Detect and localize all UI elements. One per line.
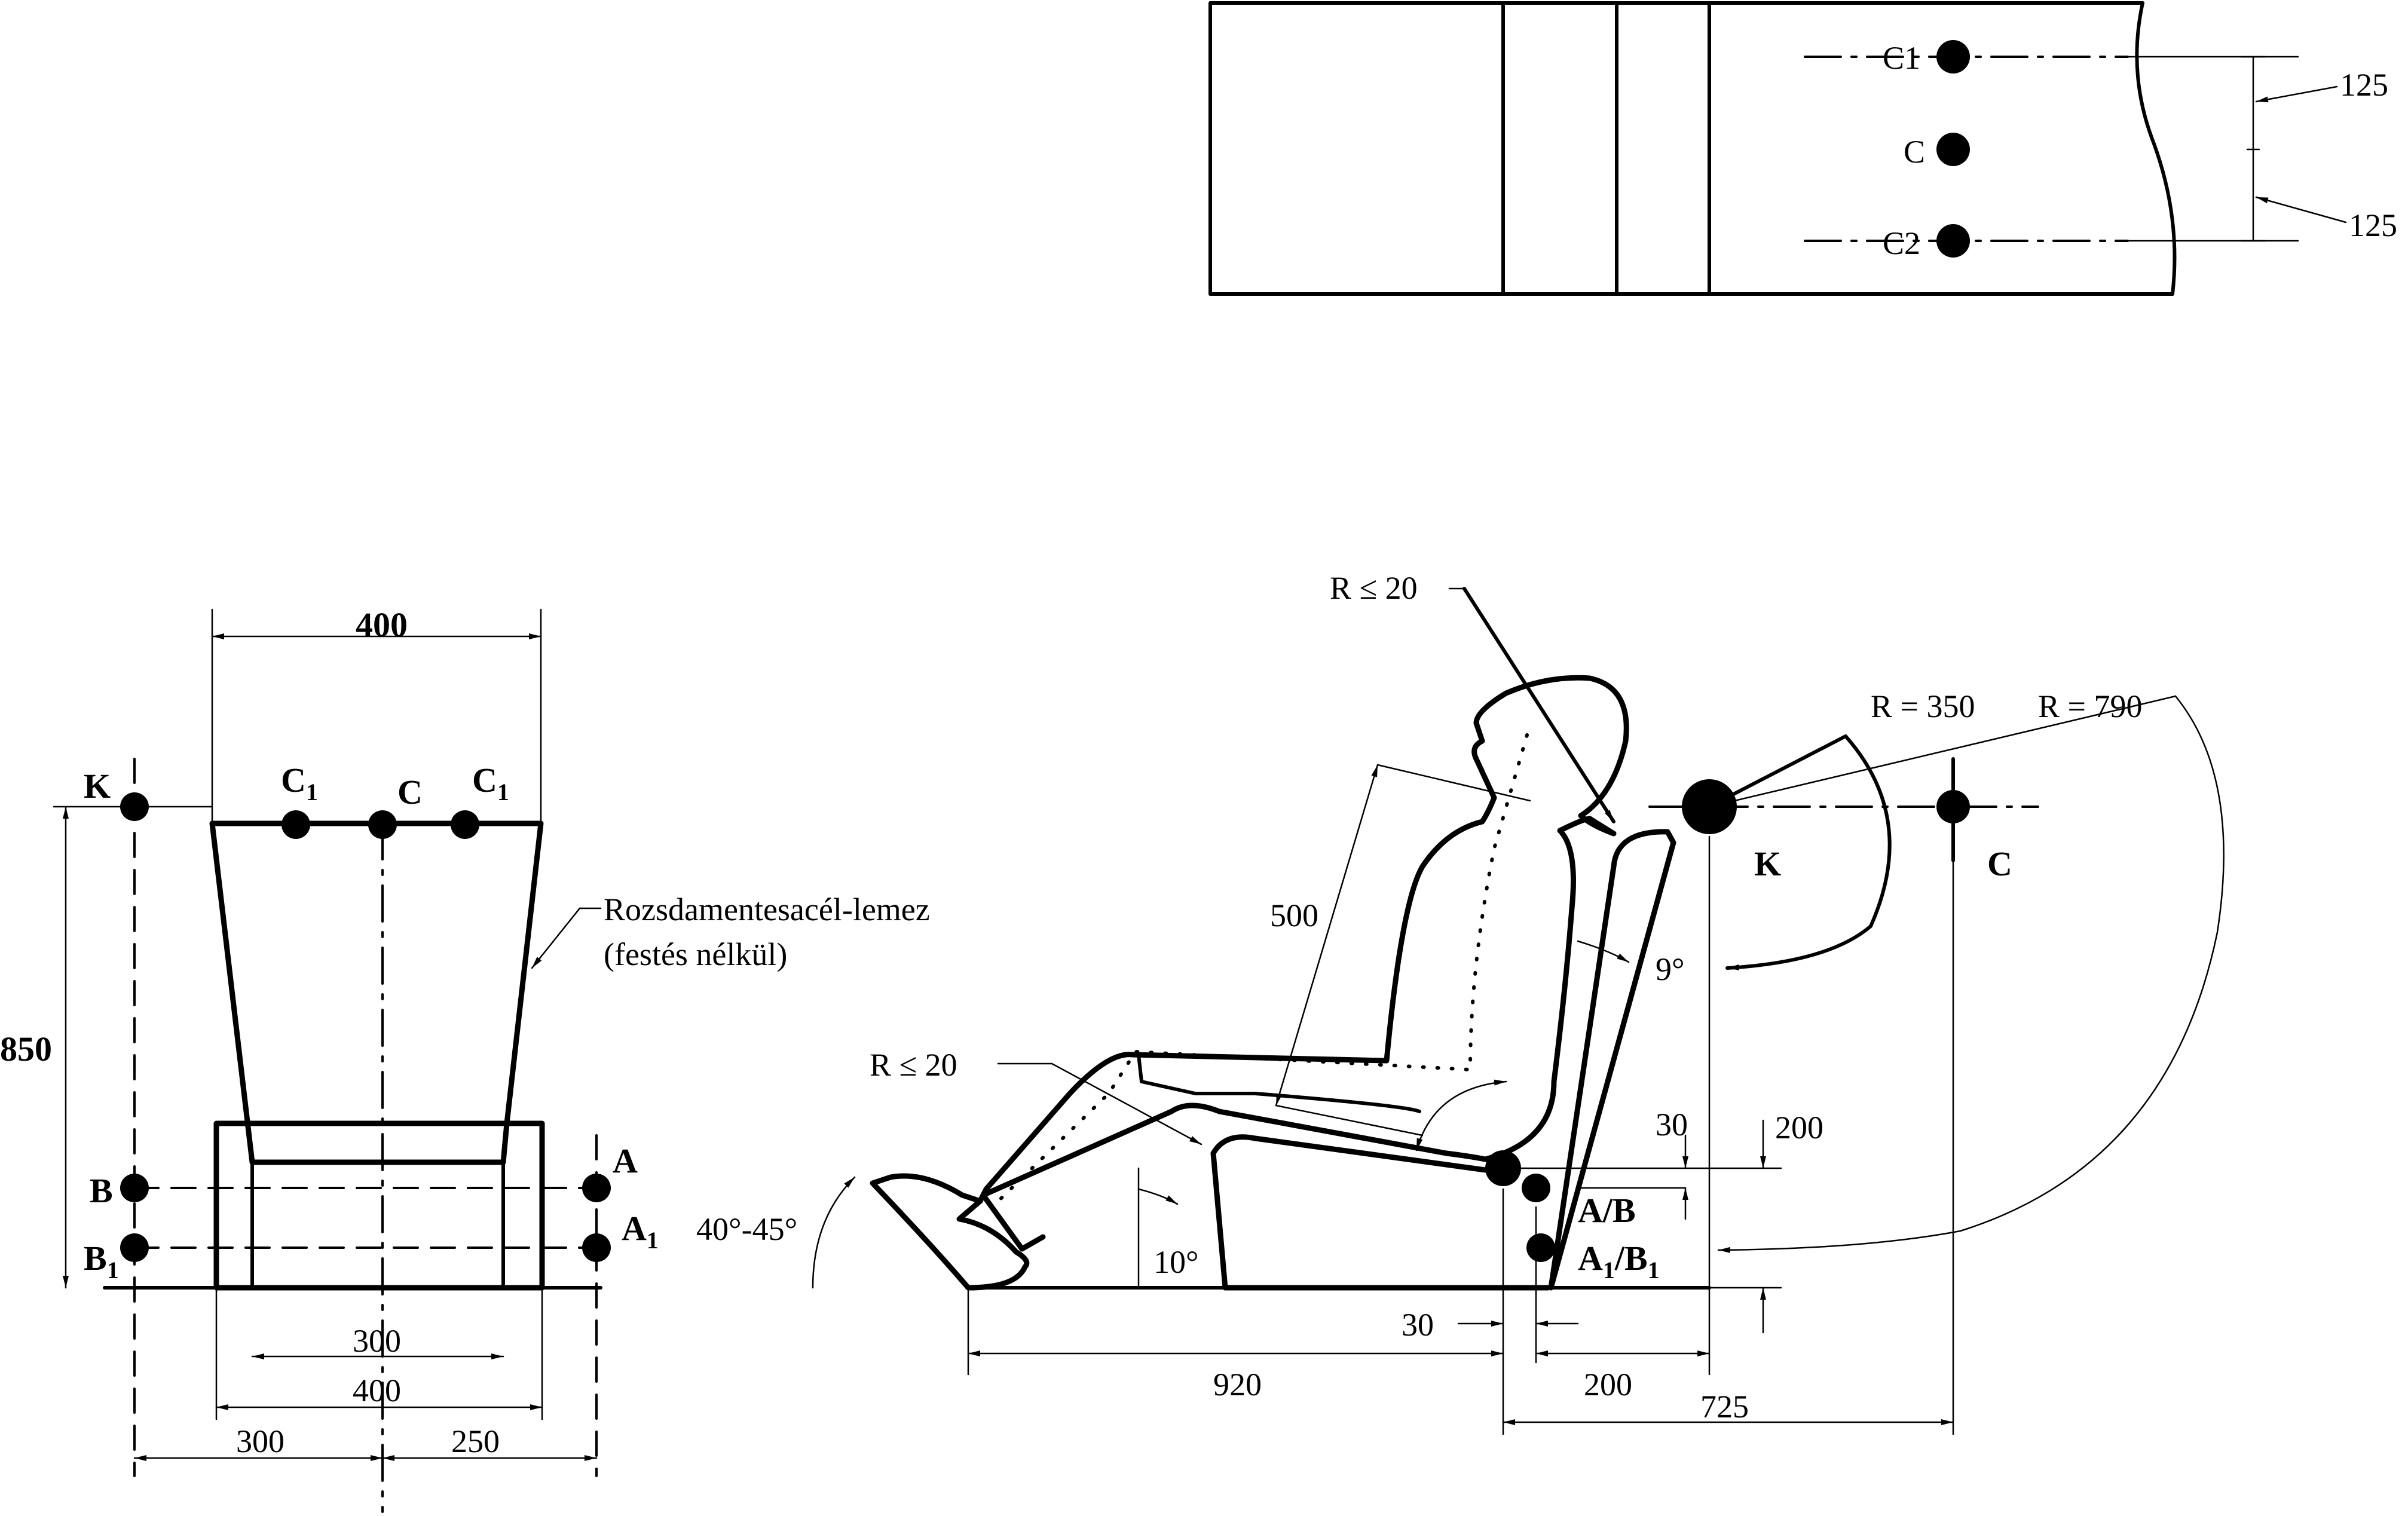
dummy-skeleton bbox=[990, 733, 1529, 1209]
label-k-front: K bbox=[84, 767, 111, 806]
label-r-head: R ≤ 20 bbox=[1330, 570, 1418, 606]
dim-725: 725 bbox=[1700, 1389, 1749, 1425]
point-b1 bbox=[120, 1233, 149, 1262]
label-c: C bbox=[1904, 134, 1925, 170]
dim-920: 920 bbox=[1213, 1367, 1262, 1402]
label-b: B bbox=[90, 1171, 113, 1210]
point-a1b1 bbox=[1526, 1233, 1555, 1262]
front-view: 400 850 K C1 C C1 B B1 A A1 Rozsdamentes… bbox=[0, 605, 930, 1513]
dim-30-lower: 30 bbox=[1402, 1307, 1434, 1343]
label-c-side: C bbox=[1987, 844, 2012, 883]
point-c1-top bbox=[1936, 40, 1970, 73]
arc-r790 bbox=[1717, 695, 2225, 1253]
point-c2-top bbox=[1936, 224, 1970, 258]
dim-200-bottom: 200 bbox=[1584, 1367, 1632, 1402]
dim-30-upper: 30 bbox=[1656, 1107, 1688, 1143]
dim-300-left: 300 bbox=[236, 1423, 284, 1459]
label-c2: C2 bbox=[1883, 225, 1920, 261]
top-view: C1 C C2 125 125 bbox=[1208, 1, 2397, 296]
top-view-break-line bbox=[2135, 1, 2177, 296]
label-a: A bbox=[613, 1141, 638, 1180]
label-r790: R = 790 bbox=[2038, 688, 2142, 724]
point-k-front bbox=[120, 792, 149, 821]
point-c1-right bbox=[451, 810, 479, 839]
label-c1: C1 bbox=[1883, 40, 1920, 76]
label-a1b1: A1/B1 bbox=[1578, 1239, 1660, 1284]
dim-125-upper: 125 bbox=[2340, 67, 2388, 103]
dim-400-top: 400 bbox=[356, 605, 408, 644]
point-c1-left bbox=[282, 810, 310, 839]
side-view: K C R = 350 R = 790 R ≤ 20 R ≤ 20 500 9°… bbox=[696, 570, 2225, 1435]
label-ab: A/B bbox=[1578, 1191, 1636, 1230]
seat-cushion bbox=[1210, 1134, 1497, 1291]
arc-r350 bbox=[1725, 734, 1892, 970]
seat-backrest bbox=[1548, 829, 1676, 1291]
point-ab bbox=[1522, 1174, 1550, 1202]
label-r-knee: R ≤ 20 bbox=[870, 1047, 957, 1083]
point-c-top bbox=[1936, 133, 1970, 166]
label-c1-right: C1 bbox=[472, 761, 509, 806]
point-a1 bbox=[582, 1233, 611, 1262]
material-label-line2: (festés nélkül) bbox=[604, 936, 787, 972]
label-k-side: K bbox=[1754, 844, 1781, 883]
material-label-line1: Rozsdamentesacél-lemez bbox=[604, 892, 930, 927]
base-box bbox=[213, 1120, 545, 1291]
dummy-figure bbox=[870, 675, 1629, 1291]
angle-10: 10° bbox=[1153, 1244, 1199, 1280]
angle-9: 9° bbox=[1656, 951, 1685, 987]
point-a bbox=[582, 1174, 611, 1202]
label-b1: B1 bbox=[84, 1239, 119, 1284]
dim-300-inner: 300 bbox=[353, 1323, 401, 1359]
label-c-front: C bbox=[397, 773, 423, 811]
stainless-plate-outline bbox=[209, 820, 544, 1165]
angle-40-45: 40°-45° bbox=[696, 1211, 797, 1247]
dim-400-bottom: 400 bbox=[353, 1373, 401, 1408]
label-c1-left: C1 bbox=[281, 761, 318, 806]
dim-500: 500 bbox=[1270, 898, 1318, 933]
point-c-front bbox=[368, 810, 397, 839]
dim-250-right: 250 bbox=[451, 1423, 500, 1459]
label-r350: R = 350 bbox=[1871, 688, 1975, 724]
label-a1: A1 bbox=[622, 1209, 659, 1254]
dim-125-lower: 125 bbox=[2349, 207, 2397, 243]
dim-850: 850 bbox=[0, 1030, 52, 1068]
point-b bbox=[120, 1174, 149, 1202]
dim-200-right: 200 bbox=[1775, 1110, 1823, 1146]
